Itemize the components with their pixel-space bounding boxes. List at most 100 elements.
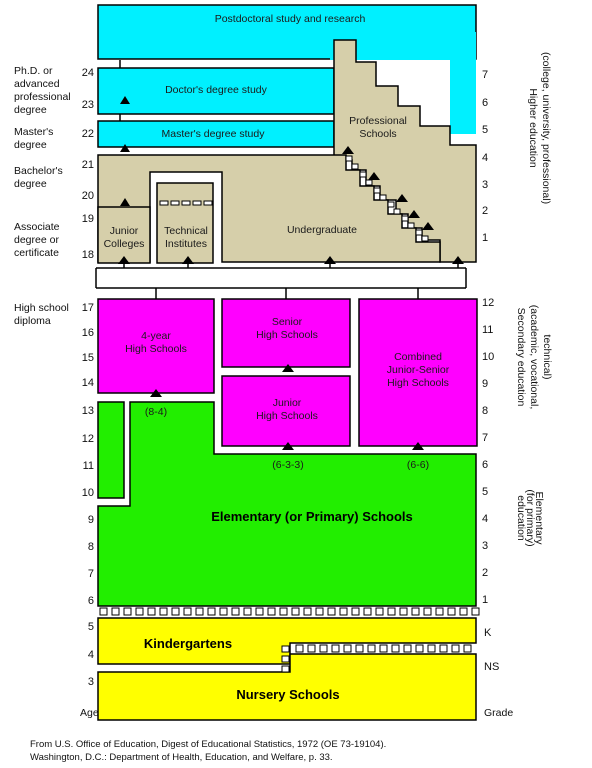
doctor-box — [97, 67, 335, 115]
secondary-grade-6: 6 — [482, 459, 488, 471]
hs4-label-1: 4-year — [141, 330, 171, 342]
junior-colleges-label-2: Colleges — [104, 238, 145, 250]
age-13: 13 — [82, 405, 94, 417]
combined-label-3: High Schools — [387, 377, 449, 389]
age-10: 10 — [82, 487, 94, 499]
ladder-rung — [379, 644, 388, 653]
grade-label: Grade — [484, 707, 513, 719]
ladder-rung — [435, 607, 444, 616]
technical-label-1: Technical — [164, 225, 208, 237]
age-17: 17 — [82, 302, 94, 314]
higher-side-label-2: (college, university, professional) — [540, 52, 552, 204]
vertical-labels: Higher education (college, university, p… — [515, 52, 553, 547]
age-9: 9 — [88, 514, 94, 526]
age-14: 14 — [82, 377, 94, 389]
ladder-rung — [315, 607, 324, 616]
box-labels: Postdoctoral study and research Doctor's… — [104, 13, 450, 702]
ladder-rung — [171, 607, 180, 616]
secondary-side-label-3: technical) — [541, 335, 553, 380]
higher-education-region — [97, 4, 477, 148]
kindergarten-ladder — [281, 644, 472, 673]
plan-66-label: (6-6) — [407, 459, 429, 471]
age-8: 8 — [88, 541, 94, 553]
plan-633-label: (6-3-3) — [272, 459, 304, 471]
ladder-rung — [147, 607, 156, 616]
associate-label-3: certificate — [14, 247, 59, 259]
combined-label-2: Junior-Senior — [387, 364, 450, 376]
age-22: 22 — [82, 128, 94, 140]
junior-hs-box — [221, 375, 351, 447]
elementary-grade-3: 3 — [482, 540, 488, 552]
technical-institutes-box — [156, 182, 214, 264]
technical-label-2: Institutes — [165, 238, 207, 250]
ladder-rung — [207, 607, 216, 616]
nursery-box — [97, 653, 477, 721]
plan-84-label: (8-4) — [145, 406, 167, 418]
ladder-rung — [343, 644, 352, 653]
ladder-rung — [327, 607, 336, 616]
age-18: 18 — [82, 249, 94, 261]
secondary-grade-12: 12 — [482, 297, 494, 309]
master-label: Master's degree study — [162, 128, 266, 140]
associate-label-1: Associate — [14, 221, 60, 233]
higher-grade-5: 5 — [482, 124, 488, 136]
phd-label-3: professional — [14, 91, 71, 103]
undergraduate-label: Undergraduate — [287, 224, 357, 236]
elementary-bottom-ladder — [99, 607, 480, 616]
elementary-grade-5: 5 — [482, 486, 488, 498]
senior-hs-box — [221, 298, 351, 368]
ladder-rung — [135, 607, 144, 616]
ladder-rung — [439, 644, 448, 653]
ladder-rung — [281, 665, 290, 673]
secondary-side-label-1: Secondary education — [515, 308, 527, 407]
ladder-rung — [295, 644, 304, 653]
grade-k: K — [484, 627, 492, 639]
secondary-grade-8: 8 — [482, 405, 488, 417]
age-15: 15 — [82, 352, 94, 364]
ladder-rung — [363, 607, 372, 616]
nursery-label: Nursery Schools — [236, 687, 339, 702]
combined-hs-box — [358, 298, 478, 447]
elementary-label: Elementary (or Primary) Schools — [211, 509, 413, 524]
ladder-rung — [367, 644, 376, 653]
kindergartens-box — [97, 617, 477, 665]
age-21: 21 — [82, 159, 94, 171]
ladder-rung — [387, 607, 396, 616]
ladder-rung — [339, 607, 348, 616]
ladder-rung — [423, 607, 432, 616]
senior-label-2: High Schools — [256, 329, 318, 341]
elementary-side-label-2: (for primary) — [524, 489, 536, 546]
higher-grade-7: 7 — [482, 69, 488, 81]
higher-grade-4: 4 — [482, 152, 488, 164]
elementary-left-box — [97, 401, 125, 499]
four-year-hs-box — [97, 298, 215, 394]
source-line-2: Washington, D.C.: Department of Health, … — [30, 752, 333, 763]
hs-diploma-label-2: diploma — [14, 315, 51, 327]
age-label: Age — [80, 707, 99, 719]
elementary-grade-1: 1 — [482, 594, 488, 606]
ladder-rung — [279, 607, 288, 616]
age-7: 7 — [88, 568, 94, 580]
secondary-grade-10: 10 — [482, 351, 494, 363]
ladder-rung — [403, 644, 412, 653]
ladder-rung — [281, 655, 290, 663]
ladder-rung — [411, 607, 420, 616]
age-axis: 24 23 22 21 20 19 18 17 16 15 14 13 12 1… — [82, 67, 94, 688]
elementary-side-label-3: education — [515, 495, 527, 541]
secondary-region — [97, 298, 478, 447]
higher-side-label-1: Higher education — [527, 88, 539, 168]
ladder-rung — [255, 607, 264, 616]
arrowheads — [118, 96, 464, 450]
age-12: 12 — [82, 433, 94, 445]
ladder-rung — [267, 607, 276, 616]
age-3: 3 — [88, 676, 94, 688]
age-20: 20 — [82, 190, 94, 202]
secondary-side-label-2: (academic, vocational, — [528, 305, 540, 409]
ladder-rung — [183, 607, 192, 616]
age-5: 5 — [88, 621, 94, 633]
age-24: 24 — [82, 67, 94, 79]
grade-axis: 7 6 5 4 3 2 1 12 11 10 9 8 7 6 5 4 3 2 1… — [482, 69, 513, 719]
ladder-rung — [415, 644, 424, 653]
secondary-grade-11: 11 — [482, 324, 493, 336]
